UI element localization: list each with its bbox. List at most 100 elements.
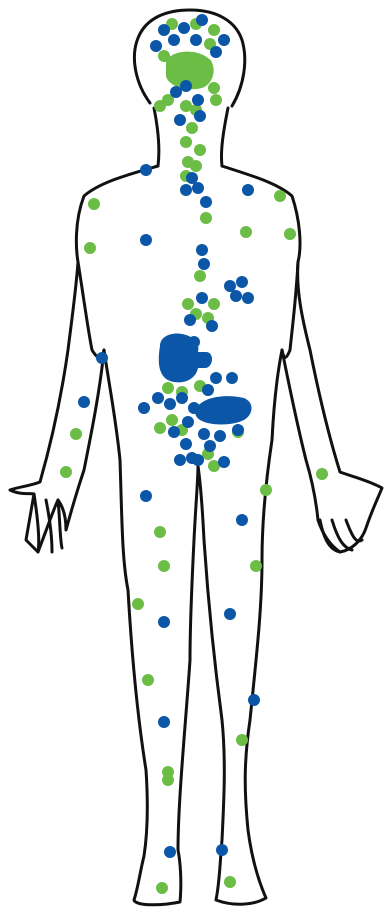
- green-dot: [162, 774, 174, 786]
- green-dot: [158, 50, 170, 62]
- green-dot: [274, 190, 286, 202]
- green-dot: [224, 876, 236, 888]
- blue-dot: [78, 396, 90, 408]
- blue-dot: [200, 196, 212, 208]
- blue-dot: [140, 234, 152, 246]
- green-dot: [88, 198, 100, 210]
- blue-dot: [232, 424, 244, 436]
- blue-dot: [242, 184, 254, 196]
- green-dot: [236, 734, 248, 746]
- blue-dot: [164, 398, 176, 410]
- blue-dot: [182, 416, 194, 428]
- green-dot: [316, 468, 328, 480]
- green-dot: [186, 122, 198, 134]
- blue-dot: [202, 384, 214, 396]
- green-dot: [208, 298, 220, 310]
- blue-dot: [186, 172, 198, 184]
- blue-dot: [158, 24, 170, 36]
- green-dot: [208, 24, 220, 36]
- green-dot: [200, 212, 212, 224]
- green-dot: [250, 560, 262, 572]
- blue-dot: [138, 402, 150, 414]
- blue-dot: [236, 276, 248, 288]
- blue-dot: [150, 40, 162, 52]
- blue-dot: [194, 110, 206, 122]
- blue-dot: [174, 114, 186, 126]
- green-dot: [240, 226, 252, 238]
- green-dot: [154, 422, 166, 434]
- blue-dot: [224, 280, 236, 292]
- blue-dot: [198, 428, 210, 440]
- blue-dot: [226, 372, 238, 384]
- blue-dot: [192, 182, 204, 194]
- marker-dots: [60, 14, 328, 894]
- blue-dot: [158, 616, 170, 628]
- blue-dot: [140, 164, 152, 176]
- blue-dot: [196, 244, 208, 256]
- blue-dot: [180, 80, 192, 92]
- liver-blob: [159, 334, 212, 383]
- blue-dot: [188, 402, 200, 414]
- green-dot: [194, 144, 206, 156]
- green-dot: [84, 242, 96, 254]
- green-dot: [208, 82, 220, 94]
- blue-dot: [140, 490, 152, 502]
- blue-dot: [176, 392, 188, 404]
- blue-dot: [248, 694, 260, 706]
- blue-dot: [196, 292, 208, 304]
- blue-dot: [168, 426, 180, 438]
- blue-dot: [184, 314, 196, 326]
- green-dot: [158, 560, 170, 572]
- blue-dot: [214, 430, 226, 442]
- blue-dot: [192, 454, 204, 466]
- blue-dot: [210, 46, 222, 58]
- blue-dot: [96, 352, 108, 364]
- green-dot: [180, 136, 192, 148]
- green-dot: [154, 100, 166, 112]
- blue-dot: [206, 320, 218, 332]
- green-dot: [194, 270, 206, 282]
- blue-dot: [218, 456, 230, 468]
- green-dot: [60, 466, 72, 478]
- right-arm-inner-outline: [282, 262, 298, 358]
- blue-dot: [168, 34, 180, 46]
- green-dot: [210, 94, 222, 106]
- blue-dot: [180, 184, 192, 196]
- green-dot: [182, 298, 194, 310]
- blue-dot: [210, 372, 222, 384]
- blue-dot: [158, 716, 170, 728]
- intestine-blob: [195, 396, 251, 424]
- blue-dot: [192, 94, 204, 106]
- blue-dot: [198, 258, 210, 270]
- blue-dot: [174, 454, 186, 466]
- green-dot: [260, 484, 272, 496]
- blue-dot: [218, 34, 230, 46]
- green-dot: [156, 882, 168, 894]
- blue-dot: [188, 336, 200, 348]
- green-dot: [190, 160, 202, 172]
- blue-dot: [164, 846, 176, 858]
- left-arm-inner-outline: [78, 262, 104, 358]
- green-dot: [154, 526, 166, 538]
- green-dot: [142, 674, 154, 686]
- blue-dot: [178, 22, 190, 34]
- blue-dot: [204, 440, 216, 452]
- blue-dot: [180, 438, 192, 450]
- green-dot: [132, 598, 144, 610]
- blue-dot: [190, 34, 202, 46]
- blue-dot: [196, 14, 208, 26]
- blue-dot: [152, 392, 164, 404]
- green-dot: [162, 382, 174, 394]
- blue-dot: [242, 292, 254, 304]
- blue-dot: [230, 290, 242, 302]
- blue-dot: [236, 514, 248, 526]
- green-dot: [70, 428, 82, 440]
- blue-dot: [170, 86, 182, 98]
- green-dot: [284, 228, 296, 240]
- green-dot: [200, 58, 212, 70]
- green-dot: [166, 414, 178, 426]
- blue-dot: [216, 844, 228, 856]
- blue-dot: [224, 608, 236, 620]
